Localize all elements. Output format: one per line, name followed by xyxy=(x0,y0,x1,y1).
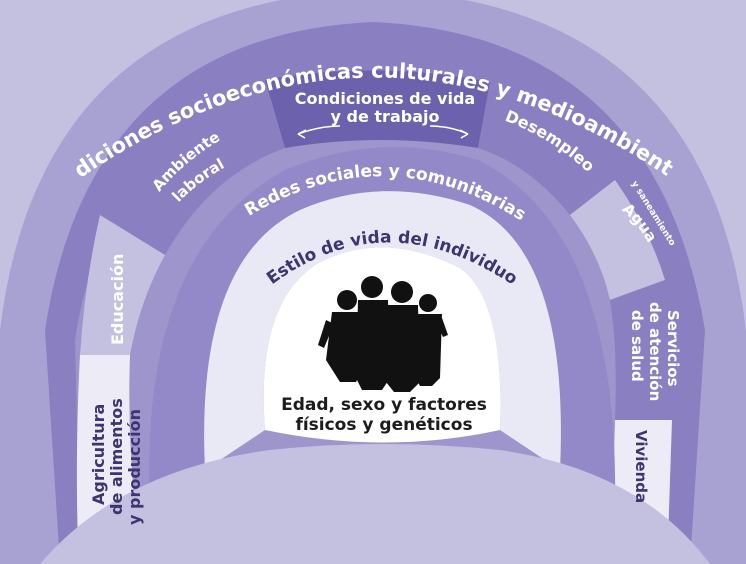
agricultura-label: Agricultura de alimentos y producción xyxy=(89,398,144,525)
agricultura-label-3: y producción xyxy=(125,409,144,525)
people-silhouette-icon xyxy=(318,276,448,392)
segment-servicios xyxy=(610,280,673,420)
segment-educacion xyxy=(80,215,165,355)
servicios-label-3: de salud xyxy=(628,310,646,382)
segment-ambiente-laboral xyxy=(100,82,285,255)
servicios-label-2: de atención xyxy=(646,302,664,401)
agricultura-label-1: Agricultura xyxy=(89,404,108,505)
base-shape xyxy=(40,444,710,564)
segment-desempleo xyxy=(478,82,615,215)
servicios-label-1: Servicios xyxy=(664,310,682,387)
double-arrow-icon xyxy=(297,125,469,139)
agricultura-label-2: de alimentos xyxy=(107,398,126,515)
vivienda-label: Vivienda xyxy=(632,430,650,503)
core-label-2: físicos y genéticos xyxy=(295,415,472,435)
estilo-band xyxy=(204,191,561,470)
core-label-1: Edad, sexo y factores xyxy=(281,395,487,415)
educacion-label: Educación xyxy=(108,254,127,345)
condiciones-label-2: y de trabajo xyxy=(331,107,440,126)
servicios-label: Servicios de atención de salud xyxy=(628,302,682,401)
segment-agua xyxy=(570,180,665,300)
condiciones-label-1: Condiciones de vida xyxy=(295,89,475,108)
segment-condiciones-vida xyxy=(265,70,490,148)
